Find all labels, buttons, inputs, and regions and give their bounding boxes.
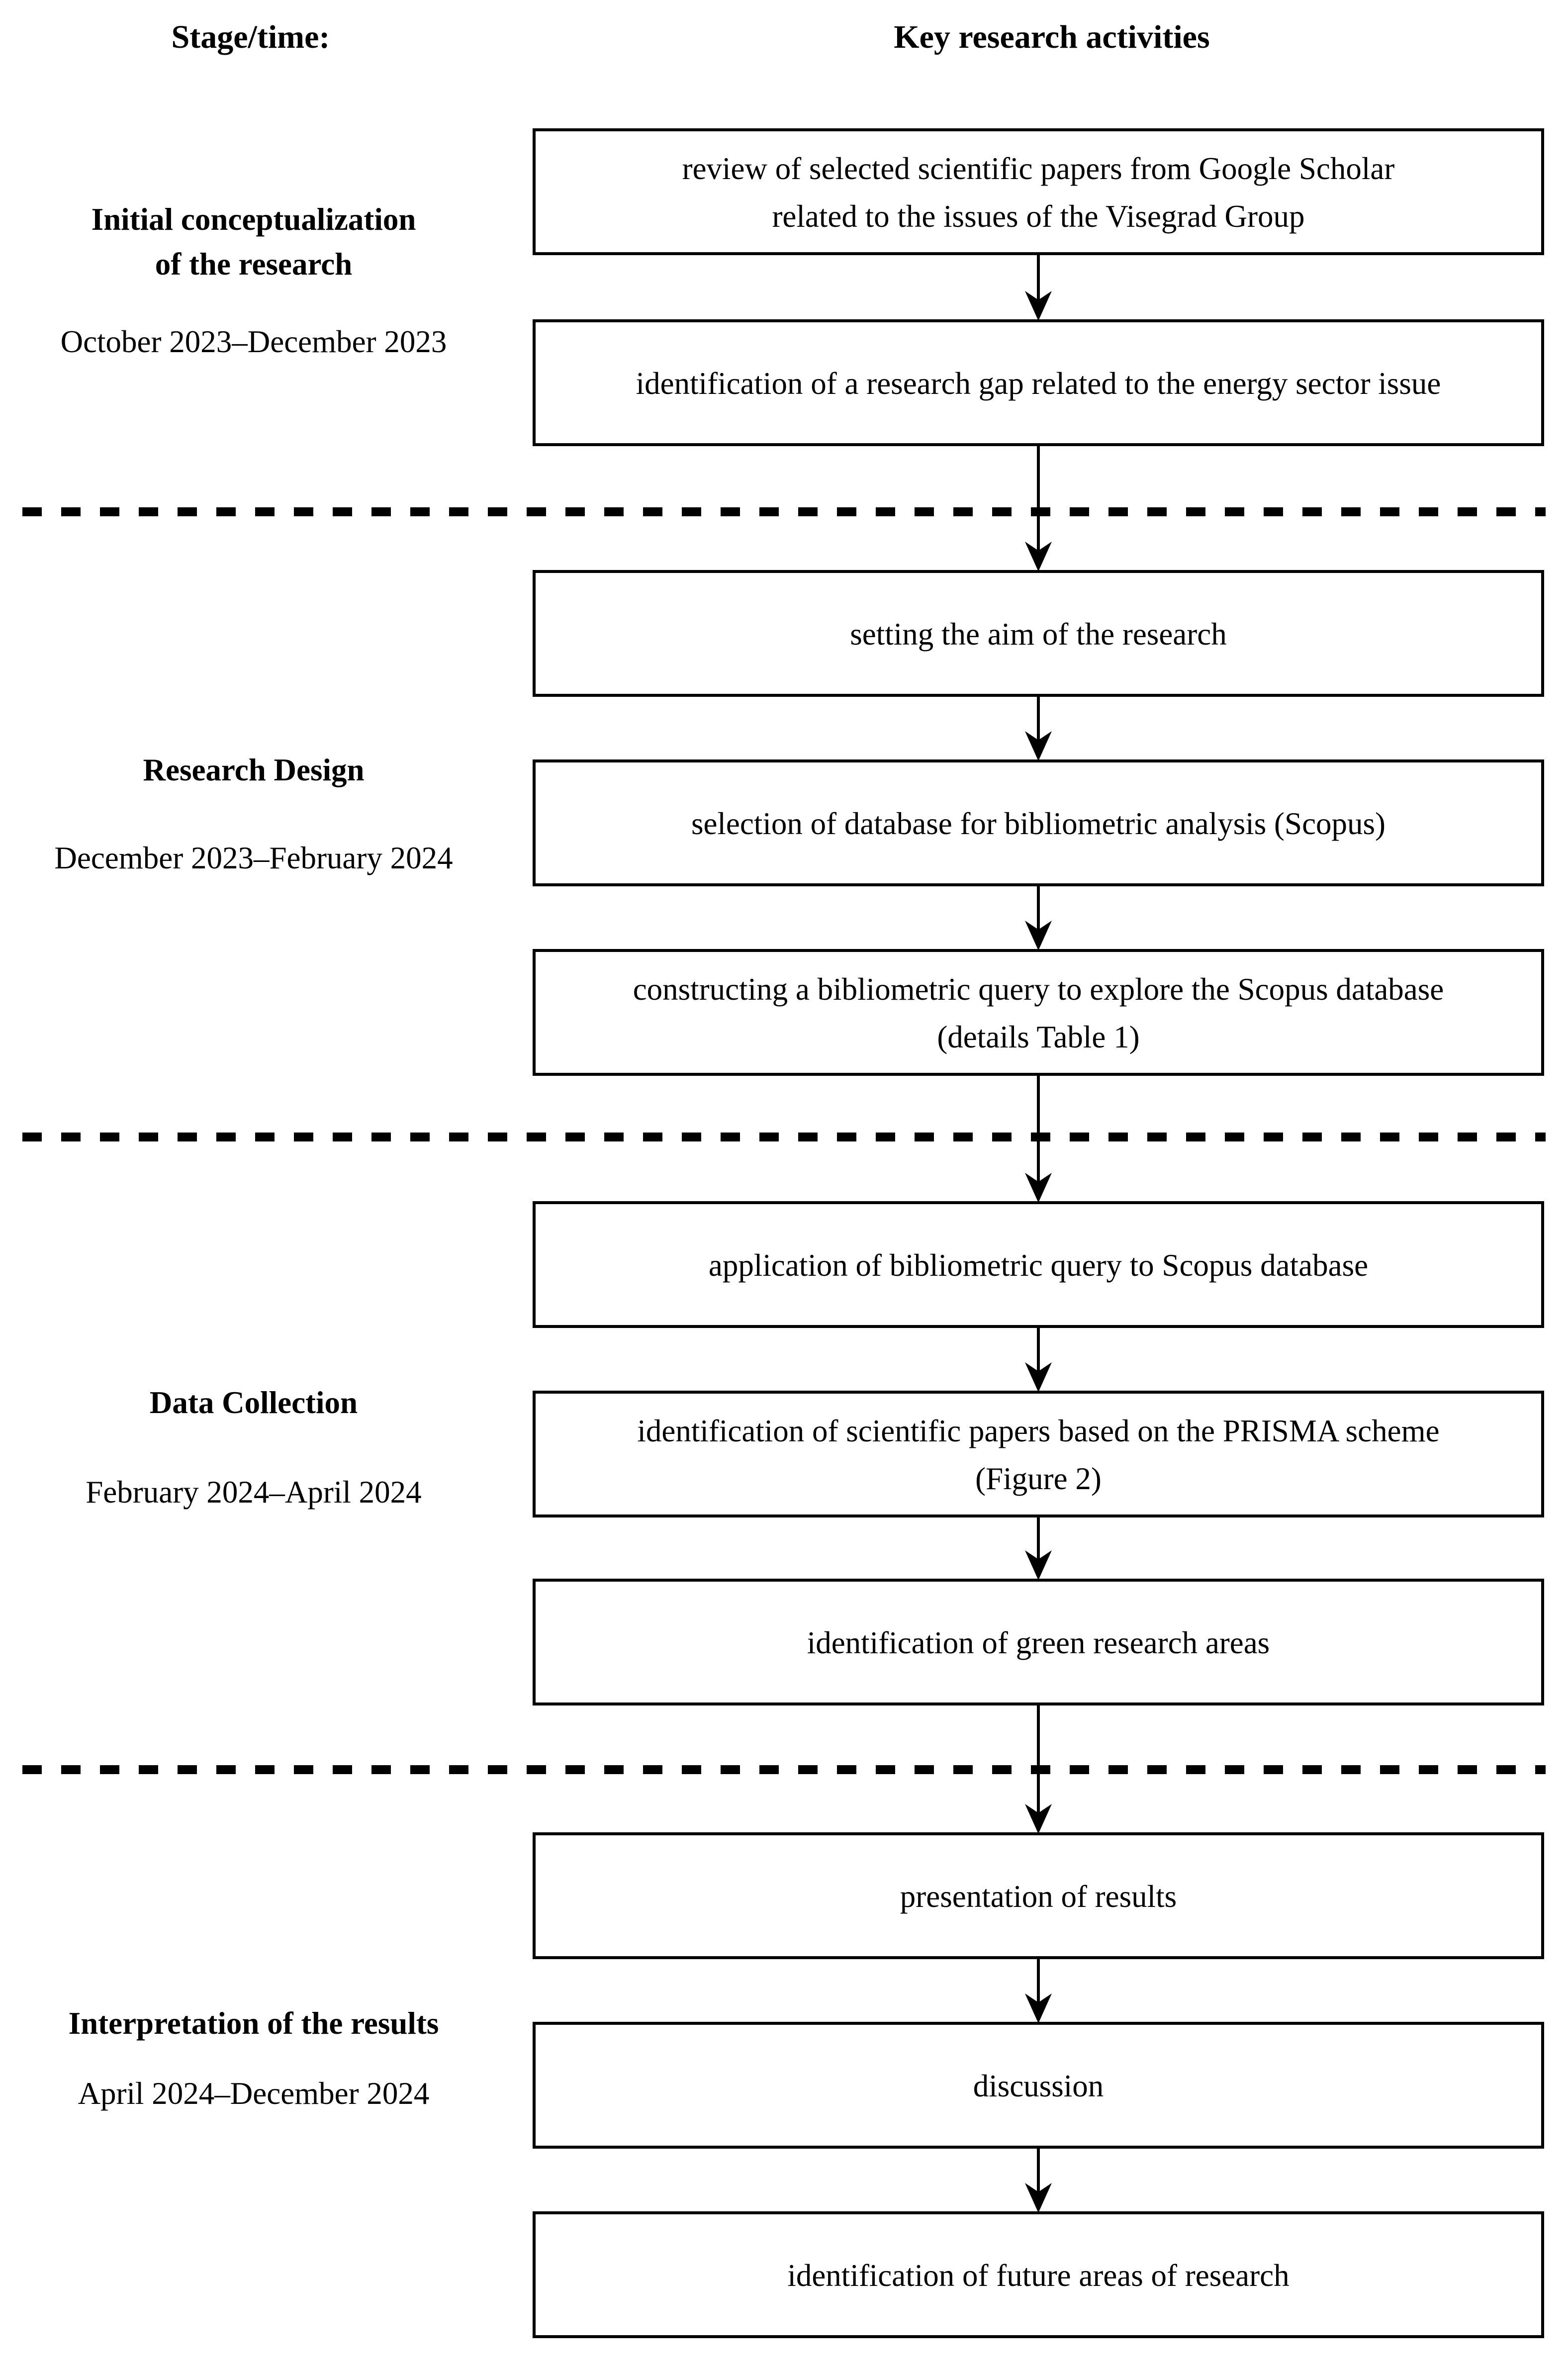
flow-arrow-2 <box>1023 445 1053 571</box>
flow-box-presentation-of-results: presentation of results <box>533 1832 1544 1959</box>
flow-box-query-application: application of bibliometric query to Sco… <box>533 1201 1544 1328</box>
flow-arrow-9 <box>1023 1958 1053 2023</box>
flow-box-constructing-query: constructing a bibliometric query to exp… <box>533 949 1544 1076</box>
arrow-head-icon <box>1025 921 1052 950</box>
stage-separator-1 <box>22 507 1546 516</box>
arrow-shaft <box>1037 1704 1040 1813</box>
stage-title-data-collection: Data Collection <box>149 1385 358 1420</box>
arrow-head-icon <box>1025 731 1052 761</box>
arrow-shaft <box>1037 1326 1040 1371</box>
arrow-head-icon <box>1025 1993 1052 2023</box>
stage-period-data-collection: February 2024–April 2024 <box>86 1474 422 1510</box>
stage-title-initial-conceptualization: Initial conceptualization of the researc… <box>91 201 416 282</box>
arrow-shaft <box>1037 1958 1040 2002</box>
arrow-head-icon <box>1025 1550 1052 1580</box>
flow-arrow-3 <box>1023 695 1053 761</box>
stage-period-research-design: December 2023–February 2024 <box>54 840 453 876</box>
arrow-shaft <box>1037 695 1040 740</box>
flow-arrow-4 <box>1023 885 1053 950</box>
flow-box-prisma-identification: identification of scientific papers base… <box>533 1391 1544 1517</box>
stage-title-interpretation-results: Interpretation of the results <box>68 2005 439 2041</box>
arrow-shaft <box>1037 1516 1040 1559</box>
arrow-head-icon <box>1025 1804 1052 1834</box>
arrow-head-icon <box>1025 2183 1052 2213</box>
arrow-head-icon <box>1025 291 1052 321</box>
stage-title-research-design: Research Design <box>143 752 365 788</box>
stage-period-initial-conceptualization: October 2023–December 2023 <box>60 324 447 360</box>
flow-arrow-10 <box>1023 2147 1053 2213</box>
flow-arrow-5 <box>1023 1074 1053 1203</box>
flow-arrow-7 <box>1023 1516 1053 1580</box>
flow-box-future-areas: identification of future areas of resear… <box>533 2211 1544 2338</box>
column-header-stage-time: Stage/time: <box>171 18 330 55</box>
arrow-shaft <box>1037 255 1040 300</box>
flow-arrow-8 <box>1023 1704 1053 1834</box>
column-header-key-activities: Key research activities <box>894 18 1210 55</box>
arrow-head-icon <box>1025 1362 1052 1392</box>
flow-box-review-google-scholar: review of selected scientific papers fro… <box>533 128 1544 255</box>
stage-period-interpretation-results: April 2024–December 2024 <box>78 2076 430 2111</box>
arrow-shaft <box>1037 445 1040 551</box>
arrow-head-icon <box>1025 1173 1052 1203</box>
arrow-shaft <box>1037 2147 1040 2192</box>
arrow-head-icon <box>1025 542 1052 571</box>
arrow-shaft <box>1037 1074 1040 1182</box>
flow-box-discussion: discussion <box>533 2022 1544 2149</box>
stage-separator-3 <box>22 1765 1546 1774</box>
flow-arrow-1 <box>1023 255 1053 321</box>
stage-separator-2 <box>22 1133 1546 1141</box>
flow-box-green-research-areas: identification of green research areas <box>533 1579 1544 1705</box>
flow-arrow-6 <box>1023 1326 1053 1392</box>
arrow-shaft <box>1037 885 1040 930</box>
flow-box-setting-aim: setting the aim of the research <box>533 570 1544 697</box>
flow-box-database-selection: selection of database for bibliometric a… <box>533 759 1544 886</box>
flow-box-research-gap: identification of a research gap related… <box>533 319 1544 446</box>
